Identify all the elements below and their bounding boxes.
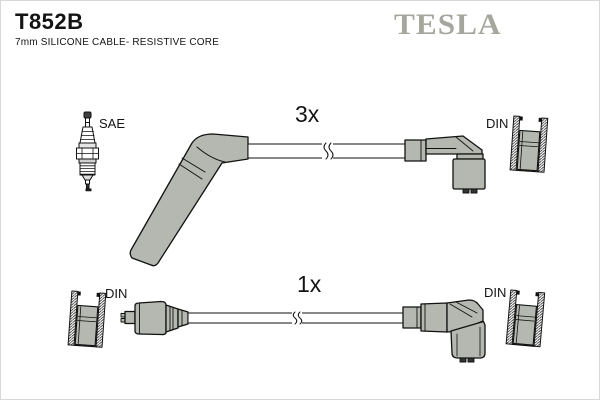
cable-row1	[247, 142, 407, 160]
din-socket-icon-row2-right	[505, 289, 546, 348]
part-number: T852B	[15, 9, 84, 34]
connector-standard-label-din-row1: DIN	[486, 116, 509, 131]
connector-standard-label-din-row2-right: DIN	[484, 285, 507, 300]
angled-boot-row1	[129, 133, 249, 267]
quantity-label-row1: 3x	[295, 101, 320, 127]
connector-standard-label-din-row2-left: DIN	[105, 286, 128, 301]
spark-plug-icon	[76, 111, 99, 192]
straight-boot-row2	[120, 300, 189, 336]
connector-standard-label-sae: SAE	[99, 116, 126, 131]
cable-row2	[187, 311, 405, 325]
din-socket-icon-row1	[509, 115, 549, 173]
din-socket-icon-row2-left	[67, 290, 107, 348]
quantity-label-row2: 1x	[297, 271, 322, 297]
right-angle-boot-row1	[404, 135, 486, 194]
brand-logo: TESLA	[394, 8, 502, 41]
right-angle-boot-row2	[402, 299, 486, 363]
product-description: 7mm SILICONE CABLE- RESISTIVE CORE	[15, 37, 220, 48]
